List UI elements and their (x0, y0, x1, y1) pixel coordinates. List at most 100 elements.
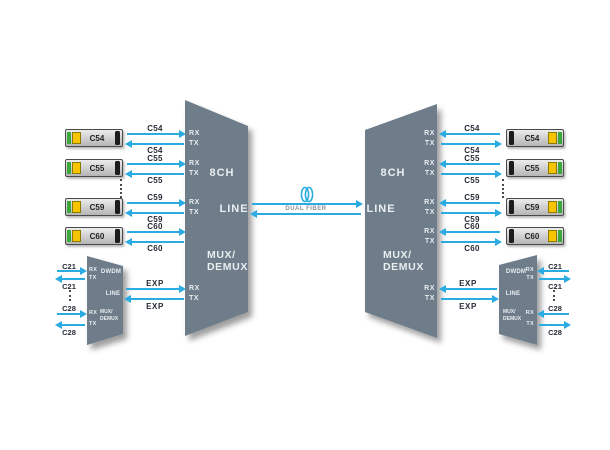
channel-ellipsis-left (120, 179, 122, 198)
c54-tx-arrow-label: C54 (147, 146, 163, 155)
transceiver-c54-right: C54 (506, 129, 564, 147)
c21-in-arrow-right (537, 267, 569, 275)
c60-rx-arrow-right (439, 228, 500, 236)
c54-tx-arrow-right (441, 140, 502, 148)
module-fiber-port (72, 162, 81, 174)
mux-left-rx-port-exp: RX (189, 285, 200, 292)
c55-rx-arrow-label: C55 (147, 154, 163, 163)
exp-label-right-top: EXP (459, 279, 477, 288)
module-fiber-port (72, 230, 81, 242)
mux-right-rx-port-c55: RX (424, 160, 435, 167)
exp-right-tx-port-top: TX (526, 275, 534, 281)
exp-right-dwdm-label: DWDM (505, 269, 527, 275)
c55-rx-arrow-label-right: C55 (464, 154, 480, 163)
c60-tx-arrow-label: C60 (147, 244, 163, 253)
c21-out-arrow-left (55, 275, 85, 283)
exp-left-muxdemux-label-1: MUX/ (100, 309, 113, 315)
c55-rx-arrow (127, 160, 186, 168)
c59-tx-arrow-label: C59 (147, 215, 163, 224)
mux-right-rx-port-c54: RX (424, 130, 435, 137)
c21-out-label-right: C21 (548, 282, 562, 291)
expansion-ellipsis-right (553, 290, 555, 301)
mux-left-capacity-label: 8CH (209, 167, 235, 179)
module-latch (115, 161, 120, 175)
c28-out-arrow-right (539, 321, 571, 329)
mux-unit-right-shape (365, 104, 437, 338)
mux-left-muxdemux-label-2: DEMUX (207, 261, 248, 273)
c60-rx-arrow-label-right: C60 (464, 222, 480, 231)
exp-label-left-bottom: EXP (146, 302, 164, 311)
exp-right-muxdemux-label-2: DEMUX (503, 316, 522, 322)
c60-tx-arrow-label-right: C60 (464, 244, 480, 253)
mux-right-tx-port-c55: TX (424, 170, 435, 177)
c59-tx-arrow-right (441, 209, 502, 217)
module-channel-label: C55 (89, 163, 105, 173)
module-green-stripe (558, 230, 562, 242)
mux-right-rx-port-exp: RX (424, 285, 435, 292)
c55-tx-arrow-label-right: C55 (464, 176, 480, 185)
c28-out-label-right: C28 (548, 328, 562, 337)
c54-tx-arrow (125, 140, 184, 148)
c59-rx-arrow-right (439, 199, 500, 207)
exp-label-right-bottom: EXP (459, 302, 477, 311)
mux-left-tx-port-c59: TX (189, 209, 200, 216)
exp-left-rx-port-top: RX (89, 267, 98, 273)
module-latch (115, 131, 120, 145)
dual-fiber-label: DUAL FIBER (285, 206, 327, 212)
expansion-unit-right-shape (499, 255, 537, 345)
module-green-stripe (67, 230, 71, 242)
exp-left-line-label: LINE (105, 291, 121, 297)
mux-left-tx-port-c54: TX (189, 140, 200, 147)
c54-rx-arrow-label: C54 (147, 124, 163, 133)
module-green-stripe (558, 132, 562, 144)
c59-tx-arrow (125, 209, 184, 217)
expansion-ellipsis-left (69, 290, 71, 301)
module-latch (509, 200, 514, 214)
c55-tx-arrow-right (441, 170, 502, 178)
mux-right-tx-port-c54: TX (424, 140, 435, 147)
transceiver-c60-left: C60 (65, 227, 123, 245)
c60-tx-arrow-right (441, 238, 502, 246)
transceiver-c60-right: C60 (506, 227, 564, 245)
exp-right-line-label: LINE (505, 291, 521, 297)
mux-right-line-label: LINE (366, 203, 396, 215)
module-green-stripe (67, 201, 71, 213)
c21-out-arrow-right (539, 275, 571, 283)
exp-arrow-left-east (126, 285, 186, 293)
module-latch (509, 229, 514, 243)
exp-arrow-right-east (441, 295, 499, 303)
exp-label-left-top: EXP (146, 279, 164, 288)
module-fiber-port (548, 230, 557, 242)
c54-rx-arrow-right (439, 130, 500, 138)
mux-right-rx-port-c60: RX (424, 228, 435, 235)
module-channel-label: C59 (89, 202, 105, 212)
module-fiber-port (548, 132, 557, 144)
fiber-arrow-west (250, 210, 361, 218)
exp-right-rx-port-bottom: RX (525, 310, 534, 316)
c55-rx-arrow-right (439, 160, 500, 168)
exp-left-dwdm-label: DWDM (100, 269, 122, 275)
c21-out-label-left: C21 (62, 282, 76, 291)
c55-tx-arrow-label: C55 (147, 176, 163, 185)
exp-left-muxdemux-label-2: DEMUX (100, 316, 119, 322)
mux-right-tx-port-c59: TX (424, 209, 435, 216)
exp-left-rx-port-bottom: RX (89, 310, 98, 316)
mux-left-rx-port-c59: RX (189, 199, 200, 206)
c28-in-arrow-left (57, 310, 87, 318)
mux-right-capacity-label: 8CH (380, 167, 406, 179)
c60-rx-arrow (127, 228, 186, 236)
exp-right-rx-port-top: RX (525, 267, 534, 273)
module-latch (509, 131, 514, 145)
c54-rx-arrow (127, 130, 186, 138)
exp-right-muxdemux-label-1: MUX/ (503, 309, 516, 315)
transceiver-c55-right: C55 (506, 159, 564, 177)
c55-tx-arrow (125, 170, 184, 178)
c59-rx-arrow-label: C59 (147, 193, 163, 202)
c59-rx-arrow (127, 199, 186, 207)
c28-in-label-left: C28 (62, 304, 76, 313)
mux-left-line-label: LINE (219, 203, 249, 215)
module-green-stripe (558, 201, 562, 213)
c28-out-label-left: C28 (62, 328, 76, 337)
